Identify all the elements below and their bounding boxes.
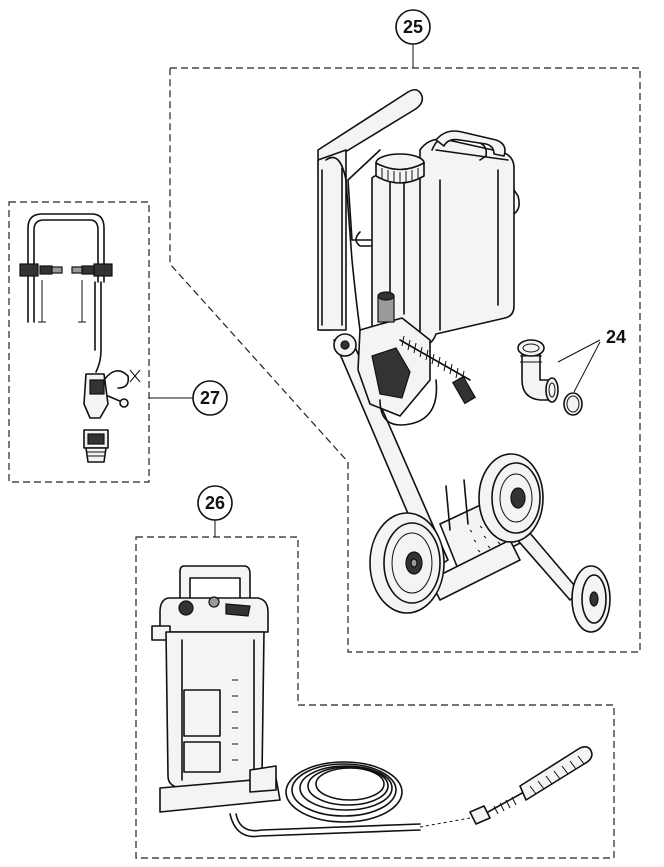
pressure-sprayer — [151, 565, 593, 838]
suction-hose — [399, 339, 471, 381]
callout-25-label: 25 — [403, 17, 423, 37]
callout-24: 24 — [557, 327, 626, 393]
callout-26: 26 — [197, 485, 233, 537]
callout-25: 25 — [395, 9, 431, 68]
tank-handle — [435, 130, 506, 157]
sprayer-handle — [179, 565, 251, 601]
callout-27: 27 — [149, 380, 228, 416]
u-tube — [27, 213, 105, 323]
callout-26-label: 26 — [205, 493, 225, 513]
right-wheel — [478, 453, 544, 543]
sprayer-boundary — [135, 536, 615, 859]
cart-handle — [317, 88, 424, 331]
hose-kit — [19, 213, 141, 463]
caster-wheel — [571, 565, 611, 633]
cart-upright — [317, 149, 347, 331]
hose-coil — [285, 761, 403, 823]
callout-24-label: 24 — [606, 327, 626, 347]
callout-27-label: 27 — [200, 388, 220, 408]
sprayer-label — [183, 689, 221, 737]
callout-24-leader-1 — [557, 339, 601, 363]
cart-assembly-boundary — [169, 67, 641, 653]
hose-kit-boundary — [8, 201, 150, 483]
cart-assembly — [317, 88, 611, 633]
elbow-fitting-assembly — [517, 339, 583, 416]
left-wheel — [369, 512, 445, 614]
spray-lance — [469, 746, 593, 825]
tube-fitting — [19, 263, 39, 277]
callout-24-leader-2 — [573, 341, 601, 393]
